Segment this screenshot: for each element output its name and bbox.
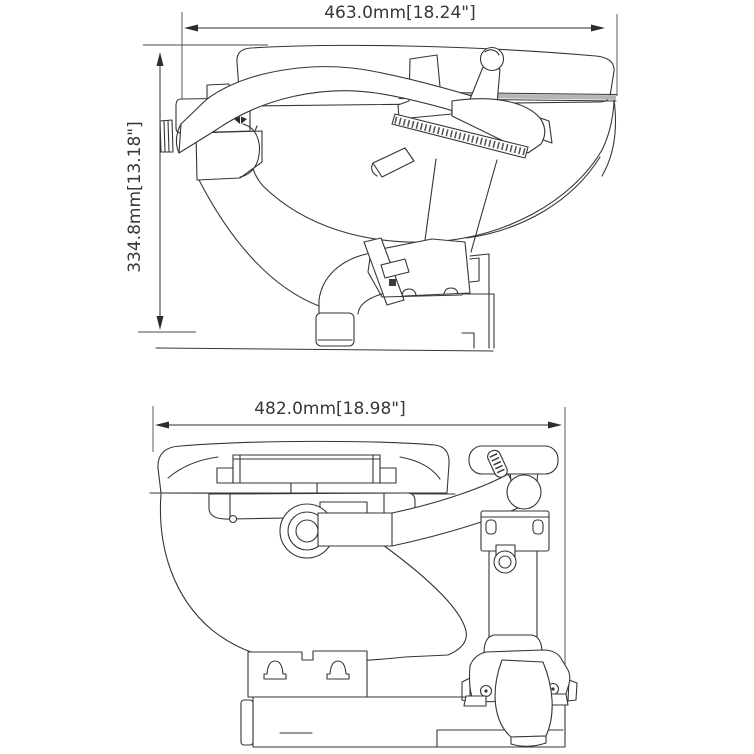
cylinder-bell: [483, 634, 543, 654]
clamp-bolt: [389, 279, 396, 286]
lid-contour-left: [167, 456, 219, 479]
bowl-rim-right: [601, 99, 617, 177]
t-handle-bar: [468, 445, 559, 475]
side-view-height-dimension: 334.8mm[13.18"]: [125, 44, 268, 333]
bowl-inner-line: [466, 156, 601, 239]
port-inner: [498, 555, 512, 569]
flange-foot-left: [463, 695, 487, 707]
seal-plate-hatch: [394, 116, 526, 156]
flange-bolt-center: [484, 689, 488, 693]
pedestal: [247, 650, 368, 698]
base-notch: [469, 257, 480, 283]
base-right-foot: [461, 293, 495, 349]
front-view: 482.0mm[18.98"]: [149, 399, 578, 748]
base-left-cap: [240, 699, 254, 746]
elbow-inner-ring: [295, 519, 319, 543]
flange-line: [167, 119, 170, 153]
pump-body: [451, 98, 546, 154]
base-plate: [240, 696, 566, 748]
pedestal-bolt-dome: [263, 660, 287, 680]
hinge-center-tab: [290, 482, 318, 494]
handle-grip: [487, 449, 508, 478]
pump-spout-cap: [371, 162, 378, 177]
lid-contour-right: [399, 456, 441, 480]
arrowhead-down: [156, 316, 164, 330]
base-top-line: [381, 294, 463, 298]
hinge-tab-left: [216, 467, 234, 484]
base-right-edge: [469, 253, 490, 349]
pump-assembly-front: [480, 510, 550, 654]
ground-line: [155, 347, 494, 352]
pedestal-bolt-dome: [326, 660, 350, 680]
ball-elbow: [506, 474, 542, 510]
flush-hose-end-cap: [175, 123, 182, 154]
arrowhead-right: [591, 24, 605, 32]
joker-valve-curve: [239, 123, 261, 178]
side-view-height-label: 334.8mm[13.18"]: [125, 121, 145, 273]
base-structure: [381, 253, 495, 349]
discharge-assembly: [461, 649, 578, 747]
pump-spout: [372, 147, 415, 178]
spout-body: [494, 659, 553, 738]
arrowhead-left: [184, 24, 198, 32]
handle-knob: [479, 46, 505, 72]
bowl-right-outline: [382, 544, 467, 658]
pump-cylinder-left: [424, 158, 437, 241]
flange-wing-right: [567, 679, 578, 702]
arrowhead-left: [155, 421, 169, 429]
elbow-outer: [318, 252, 372, 314]
side-view-width-label: 463.0mm[18.24"]: [324, 3, 476, 23]
flange-bolt-center: [551, 687, 555, 691]
flush-hose: [178, 66, 553, 154]
front-view-width-label: 482.0mm[18.98"]: [254, 399, 406, 419]
grip-hatch: [489, 453, 506, 475]
hose-clamp-bracket: [380, 258, 410, 279]
fitting-flange: [159, 119, 174, 153]
hinge-plate: [232, 454, 381, 484]
spout-cap: [510, 735, 547, 747]
flange-line: [163, 120, 166, 153]
knob-highlight: [484, 49, 500, 56]
hinge-tab-right: [379, 467, 397, 484]
bracket-ear: [485, 519, 497, 535]
base-bolt-bump: [401, 288, 417, 296]
fitting-bracket: [195, 130, 263, 181]
arrowhead-right: [548, 421, 562, 429]
elbow-foot: [315, 312, 355, 347]
bracket-bolt: [228, 514, 238, 524]
base-foot-notch: [461, 332, 475, 349]
arrowhead-up: [156, 52, 164, 66]
pump-handle-front: [468, 445, 559, 510]
bowl-underside: [198, 179, 320, 307]
pump-cylinder-right: [470, 159, 498, 253]
bracket-ear: [532, 519, 544, 535]
side-view: 463.0mm[18.24"] 334.8mm[13.18"]: [125, 3, 618, 352]
hinge-assembly: [216, 454, 397, 494]
bolt-mark: [241, 116, 247, 124]
side-view-width-dimension: 463.0mm[18.24"]: [181, 3, 618, 138]
base-bolt-bump: [443, 287, 459, 295]
front-view-width-dimension: 482.0mm[18.98"]: [152, 399, 566, 697]
